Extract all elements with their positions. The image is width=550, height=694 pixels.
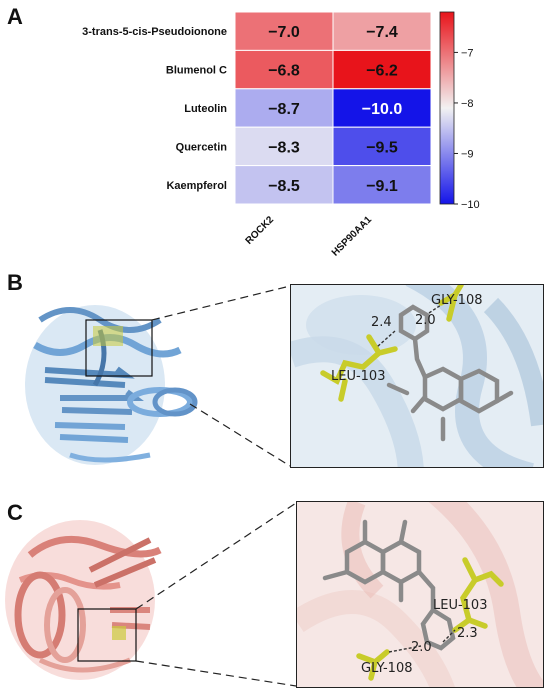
protein-cartoon-c xyxy=(5,520,162,680)
zoom-inset-c: LEU-103 GLY-108 2.3 2.0 xyxy=(296,501,544,688)
heatmap-cell-label: −6.2 xyxy=(366,63,398,80)
panel-label-b: B xyxy=(7,270,23,295)
colorbar-tick-label: −7 xyxy=(461,47,474,59)
ligand-b xyxy=(386,304,514,442)
residue-sticks-b xyxy=(320,285,464,402)
protein-cartoon-b xyxy=(25,305,198,465)
heatmap-cell xyxy=(234,126,334,167)
heatmap-cell-label: −6.8 xyxy=(268,63,300,80)
heatmap-cell-label: −10.0 xyxy=(362,101,403,118)
distance-label-b-2: 2.0 xyxy=(415,313,436,328)
heatmap-cell xyxy=(332,49,432,90)
residue-label-leu103-b: LEU-103 xyxy=(331,369,386,384)
heatmap-cell-label: −7.4 xyxy=(366,24,398,41)
heatmap-row-label: Blumenol C xyxy=(166,65,227,77)
heatmap-row-label: Quercetin xyxy=(176,141,228,153)
heatmap-row-label: 3-trans-5-cis-Pseudoionone xyxy=(82,26,227,38)
heatmap-cell xyxy=(234,165,334,205)
zoom-line-b-top xyxy=(151,285,291,321)
distance-label-b-1: 2.4 xyxy=(371,315,392,330)
heatmap-cell-label: −8.3 xyxy=(268,139,300,156)
heatmap-cell-label: −9.1 xyxy=(366,178,398,195)
distance-label-c-1: 2.3 xyxy=(457,626,478,641)
heatmap-cell-label: −9.5 xyxy=(366,139,398,156)
zoom-line-b-bottom xyxy=(189,403,291,467)
zoom-inset-b: GLY-108 LEU-103 2.4 2.0 xyxy=(290,284,544,468)
heatmap-cell-label: −7.0 xyxy=(268,24,300,41)
heatmap-cell xyxy=(332,126,432,167)
panel-label-c: C xyxy=(7,500,23,525)
heatmap-row-label: Luteolin xyxy=(184,103,227,115)
colorbar-tick-label: −10 xyxy=(461,199,480,211)
distance-label-c-2: 2.0 xyxy=(411,640,432,655)
heatmap-cell xyxy=(332,88,432,128)
residue-label-gly108-b: GLY-108 xyxy=(431,293,483,308)
heatmap-column-label: ROCK2 xyxy=(244,214,277,247)
ligand-view-b xyxy=(291,285,543,467)
panel-label-a: A xyxy=(7,4,23,29)
ligand-view-c xyxy=(297,502,543,687)
colorbar-tick-label: −9 xyxy=(461,148,474,160)
residue-label-leu103-c: LEU-103 xyxy=(433,598,488,613)
colorbar-tick-label: −8 xyxy=(461,98,474,110)
heatmap-cell-label: −8.7 xyxy=(268,101,300,118)
heatmap-cell xyxy=(234,88,334,128)
heatmap-cell xyxy=(332,165,432,205)
colorbar xyxy=(439,11,455,205)
ligand-c xyxy=(322,519,456,651)
heatmap-chart: −7.0 −7.4 −6.8 −6.2 −8.7 −10.0 −8.3 −9.5 −8.5 −9.… xyxy=(82,11,480,259)
residue-sticks-c xyxy=(356,557,504,681)
zoom-line-c-bottom xyxy=(135,660,297,687)
selection-box-c xyxy=(77,608,137,662)
heatmap-row-label: Kaempferol xyxy=(166,180,227,192)
residue-label-gly108-c: GLY-108 xyxy=(361,661,413,676)
selection-box-b xyxy=(85,319,153,377)
heatmap-cell-label: −8.5 xyxy=(268,178,300,195)
heatmap-column-label: HSP90AA1 xyxy=(330,214,375,259)
zoom-line-c-top xyxy=(135,502,297,610)
